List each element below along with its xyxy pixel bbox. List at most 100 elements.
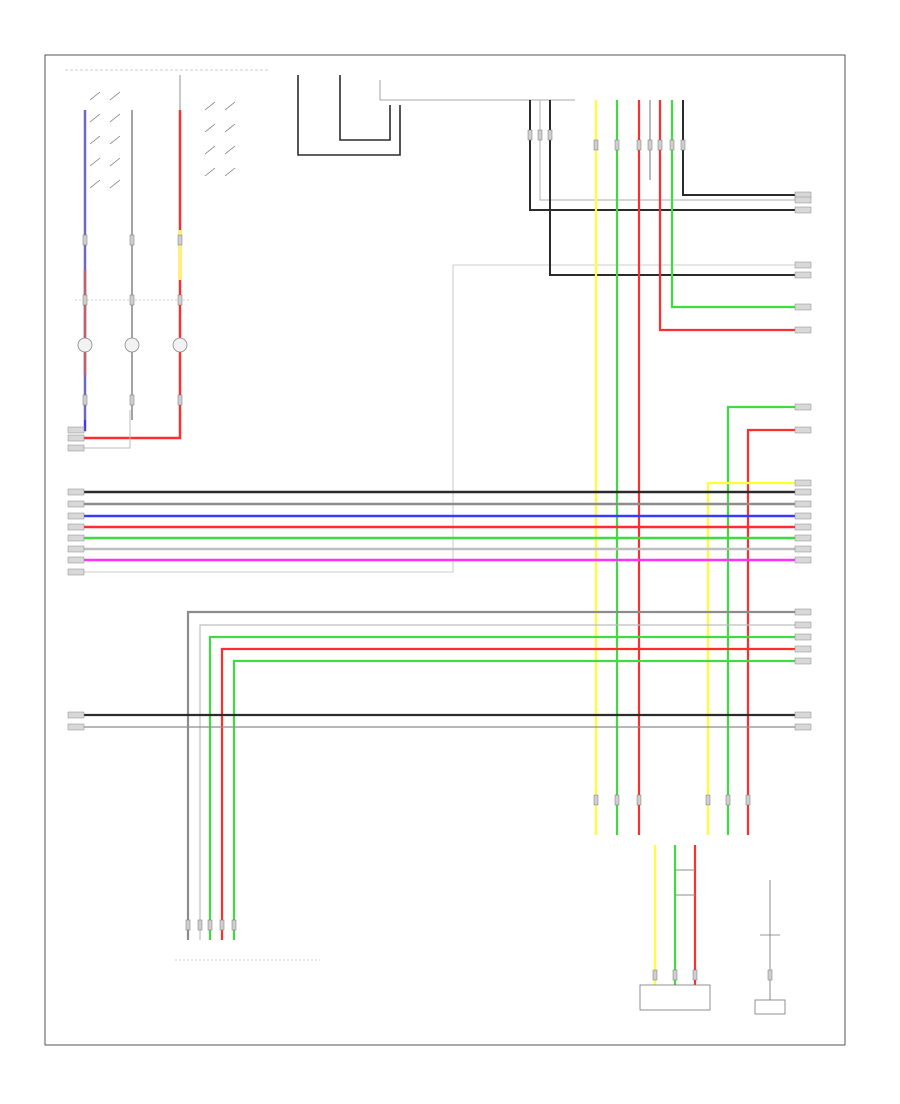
connector-pin-lower-left-3 bbox=[219, 919, 225, 931]
wire-end-tab-left-2 bbox=[67, 444, 85, 452]
wire-end-tab-right-20 bbox=[794, 645, 812, 653]
wire-green-lower-1 bbox=[208, 635, 810, 940]
switch-contact-d-3 bbox=[224, 167, 236, 177]
diagram-frame bbox=[44, 54, 846, 1046]
wire-black-upper-2 bbox=[549, 100, 810, 276]
wire-black-upper-3 bbox=[682, 100, 810, 196]
switch-contact-a-2 bbox=[89, 135, 101, 145]
connector-pin-bottom-5 bbox=[745, 794, 751, 806]
switch-contact-c-2 bbox=[204, 145, 216, 155]
wire-end-tab-left-9 bbox=[67, 556, 85, 564]
switch-contact-d-2 bbox=[224, 145, 236, 155]
connector-pin-bottom-4 bbox=[725, 794, 731, 806]
wire-end-tab-right-9 bbox=[794, 479, 812, 487]
wire-end-tab-right-21 bbox=[794, 657, 812, 665]
wire-end-tab-left-12 bbox=[67, 723, 85, 731]
connector-pin-bottom-0 bbox=[593, 794, 599, 806]
switch-contact-b-4 bbox=[109, 179, 121, 189]
wire-end-tab-right-11 bbox=[794, 500, 812, 508]
connector-pin-top-0 bbox=[527, 129, 533, 141]
wire-black-bracket-a bbox=[297, 75, 401, 156]
switch-contact-c-0 bbox=[204, 101, 216, 111]
switch-contact-b-2 bbox=[109, 135, 121, 145]
connector-pin-component-1 bbox=[672, 969, 678, 981]
wire-end-tab-right-3 bbox=[794, 261, 812, 269]
switch-contact-b-3 bbox=[109, 157, 121, 167]
wire-end-tab-right-16 bbox=[794, 556, 812, 564]
wire-end-tab-right-18 bbox=[794, 621, 812, 629]
wire-gray-left-tail bbox=[70, 410, 131, 449]
switch-contact-c-3 bbox=[204, 167, 216, 177]
connector-pin-top-3 bbox=[593, 139, 599, 151]
wire-end-tab-right-4 bbox=[794, 271, 812, 279]
wire-end-tab-right-5 bbox=[794, 303, 812, 311]
wire-end-tab-right-1 bbox=[794, 196, 812, 204]
connector-pin-lower-left-0 bbox=[185, 919, 191, 931]
wire-end-tab-left-11 bbox=[67, 711, 85, 719]
wire-end-tab-left-1 bbox=[67, 434, 85, 442]
wire-black-upper-1 bbox=[529, 100, 810, 211]
wire-end-tab-right-19 bbox=[794, 633, 812, 641]
connector-pin-left-8 bbox=[177, 394, 183, 406]
connector-pin-left-2 bbox=[177, 234, 183, 246]
connector-pin-left-5 bbox=[177, 294, 183, 306]
wire-end-tab-right-7 bbox=[794, 403, 812, 411]
wire-end-tab-left-4 bbox=[67, 500, 85, 508]
connector-pin-left-0 bbox=[82, 234, 88, 246]
connector-pin-lower-left-4 bbox=[231, 919, 237, 931]
wire-end-tab-left-5 bbox=[67, 512, 85, 520]
switch-contact-b-0 bbox=[109, 91, 121, 101]
wire-end-tab-right-22 bbox=[794, 711, 812, 719]
wire-gray-leader-left bbox=[70, 265, 454, 573]
wire-red-left-return bbox=[70, 110, 182, 440]
wire-end-tab-right-2 bbox=[794, 206, 812, 214]
switch-contact-a-0 bbox=[89, 91, 101, 101]
wire-end-tab-right-8 bbox=[794, 426, 812, 434]
switch-contact-b-1 bbox=[109, 113, 121, 123]
connector-pin-top-9 bbox=[680, 139, 686, 151]
wire-red-lower bbox=[220, 647, 810, 940]
connector-pin-left-4 bbox=[129, 294, 135, 306]
connector-pin-bottom-1 bbox=[614, 794, 620, 806]
connector-pin-top-2 bbox=[547, 129, 553, 141]
connector-pin-left-1 bbox=[129, 234, 135, 246]
wire-end-tab-left-0 bbox=[67, 426, 85, 434]
wire-lightgray-lower bbox=[199, 624, 810, 940]
wire-end-tab-left-3 bbox=[67, 488, 85, 496]
wire-group bbox=[70, 75, 810, 1000]
connector-pin-component-3 bbox=[767, 969, 773, 981]
connector-pin-component-2 bbox=[692, 969, 698, 981]
switch-contact-d-1 bbox=[224, 123, 236, 133]
lamp-bulb-1 bbox=[124, 337, 140, 353]
switch-contact-d-0 bbox=[224, 101, 236, 111]
wire-end-tab-right-15 bbox=[794, 545, 812, 553]
wire-end-tab-left-8 bbox=[67, 545, 85, 553]
connector-pin-left-3 bbox=[82, 294, 88, 306]
connector-pin-left-6 bbox=[82, 394, 88, 406]
wire-end-tab-right-14 bbox=[794, 534, 812, 542]
switch-contact-a-1 bbox=[89, 113, 101, 123]
connector-pin-bottom-3 bbox=[705, 794, 711, 806]
wire-black-bracket-b bbox=[339, 75, 391, 141]
wire-red-upper bbox=[658, 100, 810, 332]
connector-pin-top-4 bbox=[614, 139, 620, 151]
connector-ticks-group bbox=[67, 129, 812, 981]
wire-end-tab-right-6 bbox=[794, 326, 812, 334]
wire-gray-upper-1 bbox=[539, 100, 810, 201]
connector-pin-lower-left-2 bbox=[207, 919, 213, 931]
connector-pin-top-8 bbox=[669, 139, 675, 151]
lamp-bulb-2 bbox=[172, 337, 188, 353]
connector-pin-top-1 bbox=[537, 129, 543, 141]
lamp-bulb-0 bbox=[77, 337, 93, 353]
connector-pin-top-7 bbox=[657, 139, 663, 151]
wire-green-upper bbox=[670, 100, 810, 309]
wire-end-tab-left-7 bbox=[67, 534, 85, 542]
switch-contact-a-4 bbox=[89, 179, 101, 189]
wire-end-tab-right-23 bbox=[794, 723, 812, 731]
wire-end-tab-left-10 bbox=[67, 568, 85, 576]
wire-yellow-right-mid bbox=[706, 481, 810, 835]
component-group bbox=[77, 337, 786, 1015]
wire-gray-connector-line bbox=[379, 80, 575, 101]
